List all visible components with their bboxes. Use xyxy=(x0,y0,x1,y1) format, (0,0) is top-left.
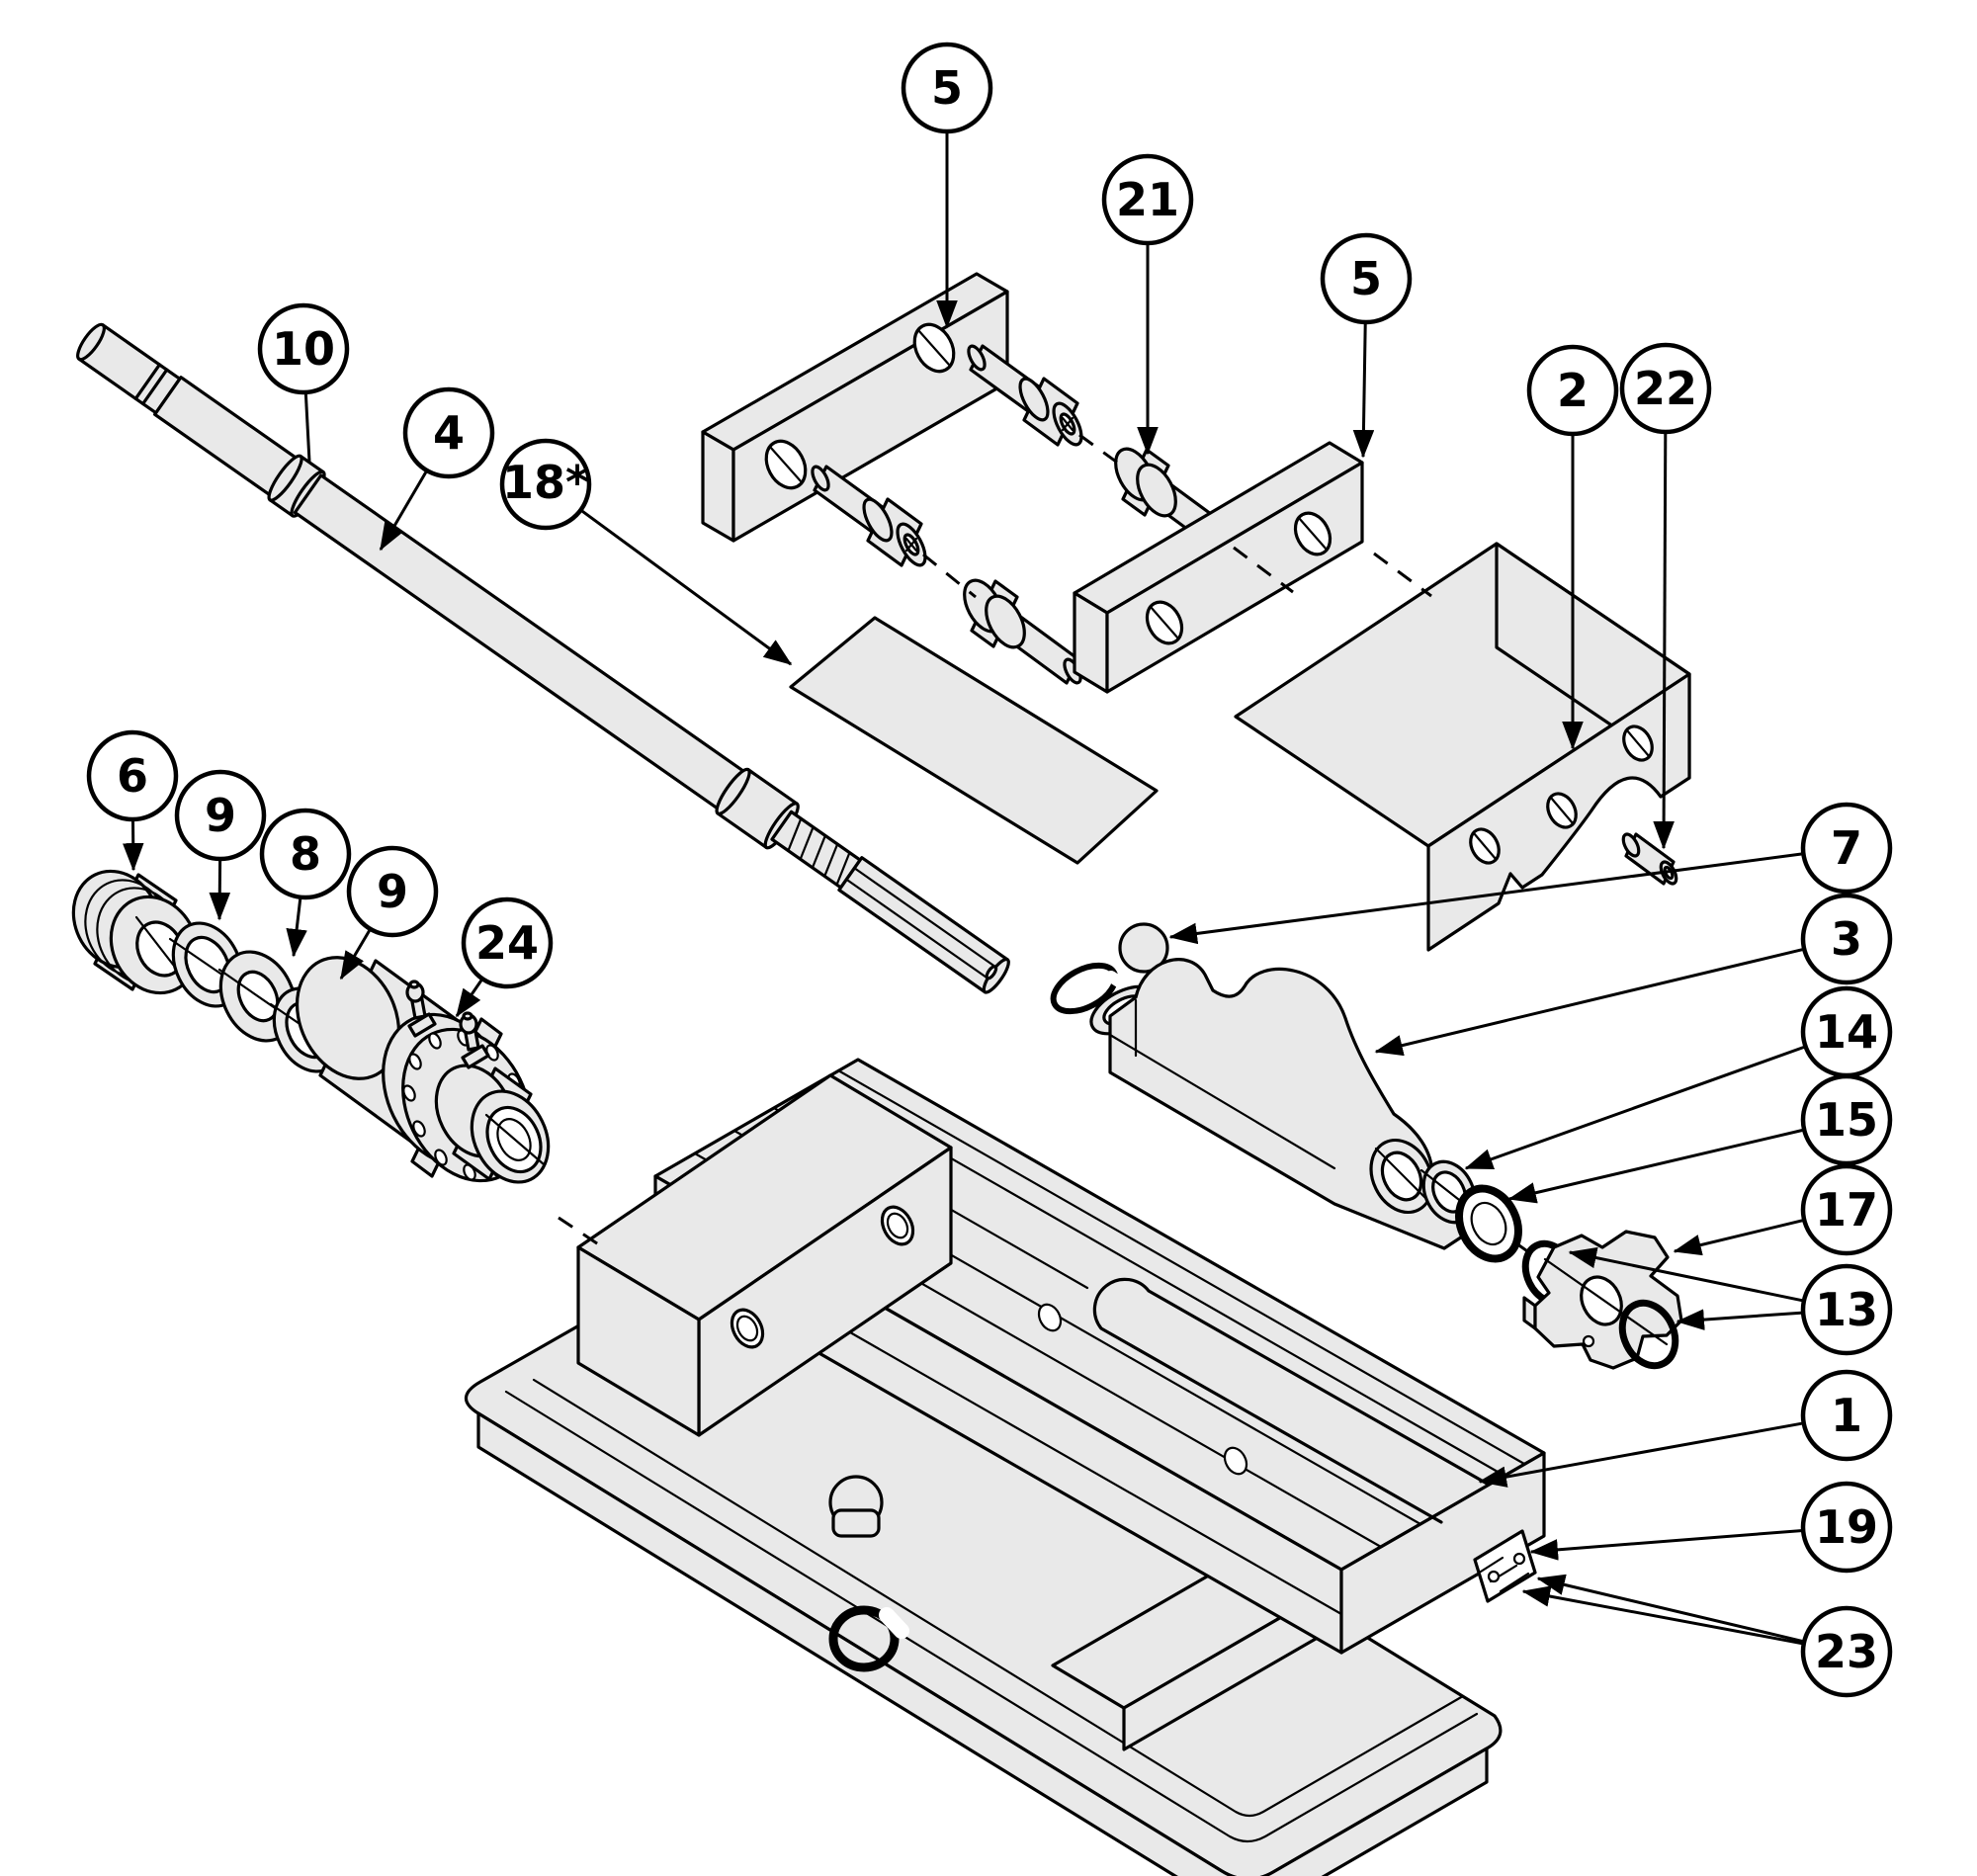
part-o-ring-right xyxy=(1618,1299,1679,1370)
leader-line-9 xyxy=(339,929,371,981)
callout-balloon-17: 17 xyxy=(1800,1163,1893,1256)
callout-balloon-21: 21 xyxy=(1101,153,1194,246)
leader-line-17 xyxy=(1673,1219,1803,1256)
leader-line-4 xyxy=(379,470,428,552)
leader-line-13 xyxy=(1568,1246,1803,1303)
callout-number: 5 xyxy=(931,61,963,115)
callout-balloon-4: 4 xyxy=(402,386,495,479)
part-flange-nut xyxy=(1522,1230,1683,1370)
leader-line-19 xyxy=(1529,1529,1802,1561)
part-movable-jaw xyxy=(1108,958,1481,1250)
callout-number: 18* xyxy=(502,456,589,509)
callout-balloon-19: 19 xyxy=(1800,1481,1893,1574)
callout-number: 1 xyxy=(1831,1389,1862,1442)
callout-balloon-23: 23 xyxy=(1800,1605,1893,1698)
part-lead-screw xyxy=(76,322,1010,994)
part-slider-block xyxy=(1234,542,1691,952)
part-vise-body xyxy=(464,1058,1546,1876)
callout-balloon-22: 22 xyxy=(1619,342,1712,435)
leader-line-22 xyxy=(1653,433,1675,850)
callout-balloon-2: 2 xyxy=(1526,344,1619,437)
leader-line-23 xyxy=(1521,1585,1803,1646)
leader-line-5 xyxy=(1352,323,1375,459)
callout-balloon-14: 14 xyxy=(1800,985,1893,1078)
callout-balloon-9: 9 xyxy=(346,845,439,938)
callout-number: 5 xyxy=(1350,252,1382,305)
callout-balloon-13: 13 xyxy=(1800,1263,1893,1356)
callout-number: 9 xyxy=(205,789,236,842)
leader-line-23 xyxy=(1536,1574,1803,1643)
leader-line-6 xyxy=(122,820,144,872)
leader-line-3 xyxy=(1374,948,1803,1057)
callout-number: 7 xyxy=(1831,821,1862,875)
leader-line-1 xyxy=(1478,1421,1802,1488)
callout-balloon-18*: 18* xyxy=(499,438,592,531)
leader-line-8 xyxy=(286,898,307,958)
callout-number: 3 xyxy=(1831,912,1862,966)
callout-balloon-9: 9 xyxy=(174,769,267,862)
callout-number: 9 xyxy=(377,865,408,918)
leader-lines xyxy=(122,133,1805,1646)
callout-number: 15 xyxy=(1815,1093,1878,1147)
callout-balloon-8: 8 xyxy=(259,808,352,900)
callout-number: 4 xyxy=(433,406,465,460)
part-hydraulic-cylinder xyxy=(295,956,551,1184)
leader-line-10 xyxy=(303,393,311,463)
callout-balloon-10: 10 xyxy=(257,302,350,395)
callout-balloon-5: 5 xyxy=(1320,232,1413,325)
callout-number: 10 xyxy=(272,322,335,376)
callout-balloon-3: 3 xyxy=(1800,893,1893,985)
part-jaw-plate-lower xyxy=(1073,441,1364,694)
callout-balloon-5: 5 xyxy=(901,42,993,134)
part-jaw-plate-upper xyxy=(701,272,1009,543)
leader-line-18* xyxy=(581,509,793,666)
callout-balloon-6: 6 xyxy=(86,729,179,822)
callout-number: 2 xyxy=(1557,364,1589,417)
callout-number: 6 xyxy=(117,749,148,803)
leader-line-14 xyxy=(1464,1046,1805,1170)
callout-number: 14 xyxy=(1815,1005,1878,1059)
callout-number: 13 xyxy=(1815,1283,1878,1336)
leader-line-7 xyxy=(1168,852,1802,945)
callout-balloon-7: 7 xyxy=(1800,802,1893,895)
callout-number: 19 xyxy=(1815,1500,1878,1554)
callout-number: 21 xyxy=(1116,173,1179,226)
leader-line-15 xyxy=(1507,1129,1803,1204)
leader-line-9 xyxy=(209,860,231,921)
part-socket-screws xyxy=(811,344,1083,567)
callout-number: 8 xyxy=(290,827,321,881)
part-threaded-plug xyxy=(71,869,200,995)
callout-balloon-1: 1 xyxy=(1800,1369,1893,1462)
leader-line-13 xyxy=(1676,1309,1802,1330)
callout-number: 17 xyxy=(1815,1183,1878,1236)
callout-number: 24 xyxy=(475,916,539,970)
callout-number: 22 xyxy=(1634,362,1697,415)
part-seal-washers xyxy=(1419,1159,1522,1263)
callout-balloon-15: 15 xyxy=(1800,1073,1893,1166)
part-screw-bushings xyxy=(963,447,1234,685)
callout-balloon-24: 24 xyxy=(461,896,554,989)
part-shim-plate xyxy=(789,616,1159,865)
leader-line-24 xyxy=(455,980,483,1018)
callout-number: 23 xyxy=(1815,1625,1878,1678)
explosion-axis-dashes xyxy=(558,433,1541,1262)
